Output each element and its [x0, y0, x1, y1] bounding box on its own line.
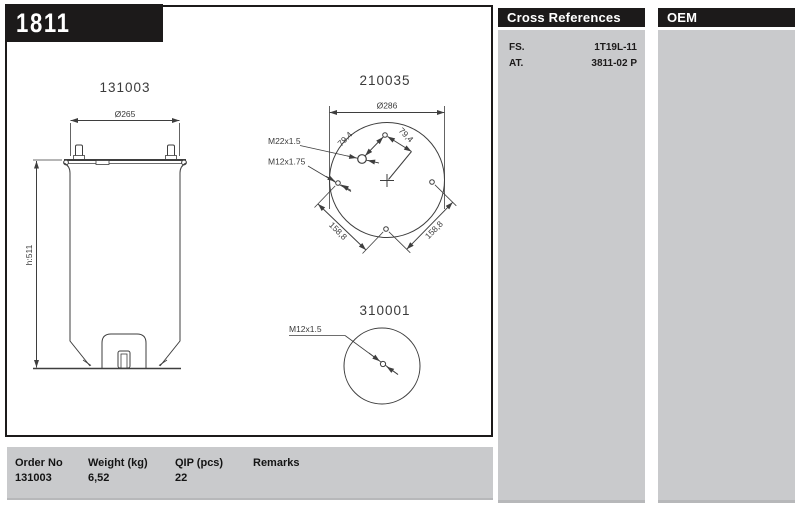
oem-title: OEM [667, 10, 698, 25]
xref-number: 3811-02 P [591, 58, 637, 69]
part-number-box: 1811 [5, 4, 163, 42]
oem-panel: OEM [658, 8, 795, 503]
cross-reference-row: FS. 1T19L-11 [509, 42, 637, 53]
order-table-column-remarks: Remarks [253, 457, 299, 472]
order-table-column-order-no: Order No 131003 [15, 457, 63, 484]
cross-references-header: Cross References [498, 8, 645, 27]
top-view-drawing: 210035 Ø286 M22x1.5 M12x1.75 [268, 73, 457, 254]
xref-source: FS. [509, 42, 525, 53]
top-view-dim-lower-left-label: 158,8 [327, 220, 349, 242]
oem-header: OEM [658, 8, 795, 27]
part-number: 1811 [16, 8, 71, 38]
side-view-part-number: 131003 [99, 80, 150, 95]
top-view-part-number: 210035 [359, 73, 410, 88]
top-view-dim-left-label: 79.4 [335, 129, 354, 148]
bottom-view-drawing: 310001 M12x1.5 [289, 303, 421, 405]
oem-body [658, 30, 795, 503]
cross-references-title: Cross References [507, 10, 621, 25]
order-no-value: 131003 [15, 472, 52, 484]
column-header: Remarks [253, 457, 300, 469]
order-table-column-qip: QIP (pcs) 22 [175, 457, 223, 484]
xref-source: AT. [509, 58, 524, 69]
weight-value: 6,52 [88, 472, 110, 484]
top-view-diameter-label: Ø286 [377, 101, 398, 111]
side-view-diameter-label: Ø265 [115, 109, 136, 119]
order-table-column-weight: Weight (kg) 6,52 [88, 457, 148, 484]
bottom-view-thread-label: M12x1.5 [289, 324, 322, 334]
column-header: QIP (pcs) [175, 457, 224, 469]
column-header: Weight (kg) [88, 457, 148, 469]
side-view-height-label: h:511 [24, 244, 34, 265]
cross-reference-row: AT. 3811-02 P [509, 58, 637, 69]
cross-references-body: FS. 1T19L-11 AT. 3811-02 P [498, 30, 645, 503]
bottom-view-part-number: 310001 [359, 303, 410, 318]
order-table: Order No 131003 Weight (kg) 6,52 QIP (pc… [7, 447, 493, 500]
qip-value: 22 [175, 472, 188, 484]
column-header: Order No [15, 457, 63, 469]
cross-references-panel: Cross References FS. 1T19L-11 AT. 3811-0… [498, 8, 645, 503]
top-view-thread-large-label: M22x1.5 [268, 136, 301, 146]
top-view-thread-small-label: M12x1.75 [268, 157, 306, 167]
xref-number: 1T19L-11 [594, 42, 637, 53]
side-view-drawing: 131003 Ø265 [24, 80, 187, 370]
